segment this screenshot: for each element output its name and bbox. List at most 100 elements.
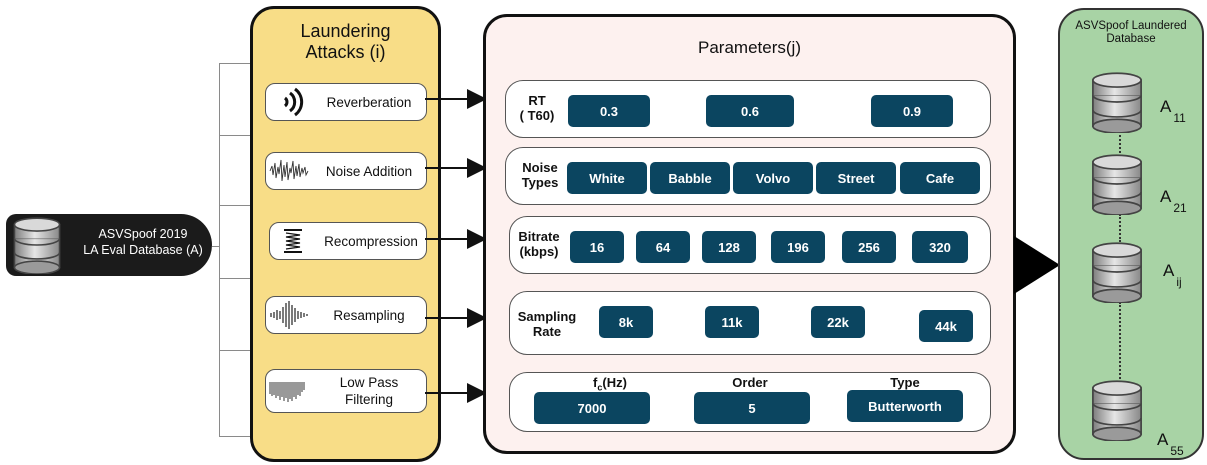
bitrate-label-line1: Bitrate bbox=[518, 229, 560, 244]
attack-low-pass-label: Low Pass Filtering bbox=[312, 374, 426, 408]
tree-branch bbox=[219, 205, 251, 206]
source-database-icon bbox=[13, 217, 61, 274]
param-row-rt: RT ( T60) 0.3 0.6 0.9 bbox=[505, 80, 991, 138]
attack-resampling: Resampling bbox=[265, 296, 427, 334]
attack-noise-addition-label: Noise Addition bbox=[325, 163, 413, 179]
tree-branch bbox=[219, 350, 251, 351]
rt-value-chip: 0.3 bbox=[568, 95, 650, 127]
bitrate-chip: 320 bbox=[912, 231, 968, 263]
type-header: Type bbox=[890, 375, 920, 390]
database-label-a55: A55 bbox=[1157, 430, 1184, 458]
sample-waveform-icon bbox=[266, 300, 312, 330]
rt-value-chip: 0.9 bbox=[871, 95, 953, 127]
bitrate-chip: 256 bbox=[842, 231, 896, 263]
order-header: Order bbox=[732, 375, 768, 390]
sampling-label-line2: Rate bbox=[532, 324, 562, 339]
parameters-panel: Parameters(j) RT ( T60) 0.3 0.6 0.9 Nois… bbox=[483, 14, 1016, 454]
noise-waveform-icon bbox=[266, 156, 312, 186]
source-database-label: ASVSpoof 2019 LA Eval Database (A) bbox=[78, 226, 208, 258]
cutoff-frequency-header: fc(Hz) bbox=[570, 375, 650, 393]
database-icon bbox=[1092, 242, 1142, 303]
attack-recompression-label: Recompression bbox=[324, 233, 418, 249]
database-label-a21: A21 bbox=[1160, 187, 1187, 215]
tree-vertical-line bbox=[219, 63, 220, 437]
tree-branch bbox=[219, 63, 251, 64]
rt-label-line1: RT bbox=[528, 93, 546, 108]
parameters-title: Parameters(j) bbox=[698, 38, 801, 57]
sampling-rate-chip: 8k bbox=[599, 306, 653, 338]
attacks-panel-title: Laundering Attacks (i) bbox=[253, 21, 438, 63]
output-title-line2: Database bbox=[1106, 33, 1156, 45]
laundered-database-title: ASVSpoof Laundered Database bbox=[1060, 10, 1202, 46]
attack-low-pass-filtering: Low Pass Filtering bbox=[265, 369, 427, 413]
fc-sub: c bbox=[597, 382, 603, 393]
dotted-connector bbox=[1119, 302, 1121, 386]
bitrate-chip: 196 bbox=[771, 231, 825, 263]
tree-branch bbox=[219, 135, 251, 136]
noise-type-chip: Street bbox=[816, 162, 896, 194]
rt-value-chip: 0.6 bbox=[706, 95, 794, 127]
output-title-line1: ASVSpoof Laundered bbox=[1075, 20, 1187, 32]
noise-label-line1: Noise bbox=[522, 160, 558, 175]
output-arrow bbox=[1014, 236, 1060, 294]
noise-type-chip: Babble bbox=[650, 162, 730, 194]
attack-recompression: Recompression bbox=[269, 222, 427, 260]
attack-noise-addition: Noise Addition bbox=[265, 152, 427, 190]
rt-label: RT ( T60) bbox=[512, 93, 562, 123]
noise-type-chip: Cafe bbox=[900, 162, 980, 194]
noise-type-chip: White bbox=[567, 162, 647, 194]
attack-resampling-label: Resampling bbox=[333, 307, 405, 323]
tree-stem-line bbox=[212, 246, 220, 247]
sampling-rate-label: Sampling Rate bbox=[512, 309, 582, 339]
source-label-line2: LA Eval Database (A) bbox=[83, 243, 203, 257]
sampling-rate-chip: 22k bbox=[811, 306, 865, 338]
db-subscript: 21 bbox=[1173, 201, 1187, 216]
type-chip: Butterworth bbox=[847, 390, 963, 422]
attacks-title-line2: Attacks (i) bbox=[305, 42, 386, 62]
attack-to-parameter-arrows bbox=[425, 89, 487, 403]
laundering-attacks-panel: Laundering Attacks (i) Reverberation Noi… bbox=[250, 6, 441, 462]
noise-types-label: Noise Types bbox=[514, 160, 566, 190]
param-row-sampling-rate: Sampling Rate 8k 11k 22k 44k bbox=[509, 291, 991, 355]
low-pass-line1: Low Pass bbox=[339, 375, 399, 390]
dotted-connector bbox=[1119, 131, 1121, 153]
db-subscript: 11 bbox=[1173, 111, 1186, 126]
fc-unit: (Hz) bbox=[602, 375, 627, 390]
noise-type-chip: Volvo bbox=[733, 162, 813, 194]
db-subscript: 55 bbox=[1170, 444, 1184, 459]
attack-reverberation: Reverberation bbox=[265, 83, 427, 121]
sampling-label-line1: Sampling bbox=[517, 309, 577, 324]
tree-branch bbox=[219, 436, 251, 437]
bitrate-label-line2: (kbps) bbox=[519, 244, 559, 259]
cutoff-frequency-chip: 7000 bbox=[534, 392, 650, 424]
source-label-line1: ASVSpoof 2019 bbox=[98, 227, 188, 241]
sampling-rate-chip: 11k bbox=[705, 306, 759, 338]
fc-main: f bbox=[593, 375, 598, 390]
database-label-aij: Aij bbox=[1163, 261, 1182, 289]
bitrate-chip: 16 bbox=[570, 231, 624, 263]
param-row-noise-types: Noise Types White Babble Volvo Street Ca… bbox=[505, 147, 991, 205]
bitrate-chip: 64 bbox=[636, 231, 690, 263]
bitrate-label: Bitrate (kbps) bbox=[512, 229, 566, 259]
database-icon bbox=[1092, 154, 1142, 215]
reverberation-icon bbox=[266, 87, 312, 117]
lowpass-waveform-icon bbox=[266, 376, 312, 406]
database-label-a11: A11 bbox=[1160, 97, 1186, 125]
attacks-title-line1: Laundering bbox=[300, 21, 391, 41]
database-icon bbox=[1092, 72, 1142, 133]
low-pass-line2: Filtering bbox=[344, 392, 393, 407]
tree-branch bbox=[219, 278, 251, 279]
database-icon bbox=[1092, 380, 1142, 441]
db-letter: A bbox=[1160, 97, 1172, 116]
param-row-low-pass: fc(Hz) Order Type 7000 5 Butterworth bbox=[509, 372, 991, 432]
spring-compress-icon bbox=[270, 226, 316, 256]
order-chip: 5 bbox=[694, 392, 810, 424]
noise-label-line2: Types bbox=[521, 175, 559, 190]
bitrate-chip: 128 bbox=[702, 231, 756, 263]
db-subscript: ij bbox=[1176, 275, 1182, 290]
db-letter: A bbox=[1157, 430, 1169, 449]
sampling-rate-chip: 44k bbox=[919, 310, 973, 342]
rt-label-line2: ( T60) bbox=[519, 108, 555, 123]
db-letter: A bbox=[1163, 261, 1175, 280]
dotted-connector bbox=[1119, 214, 1121, 242]
